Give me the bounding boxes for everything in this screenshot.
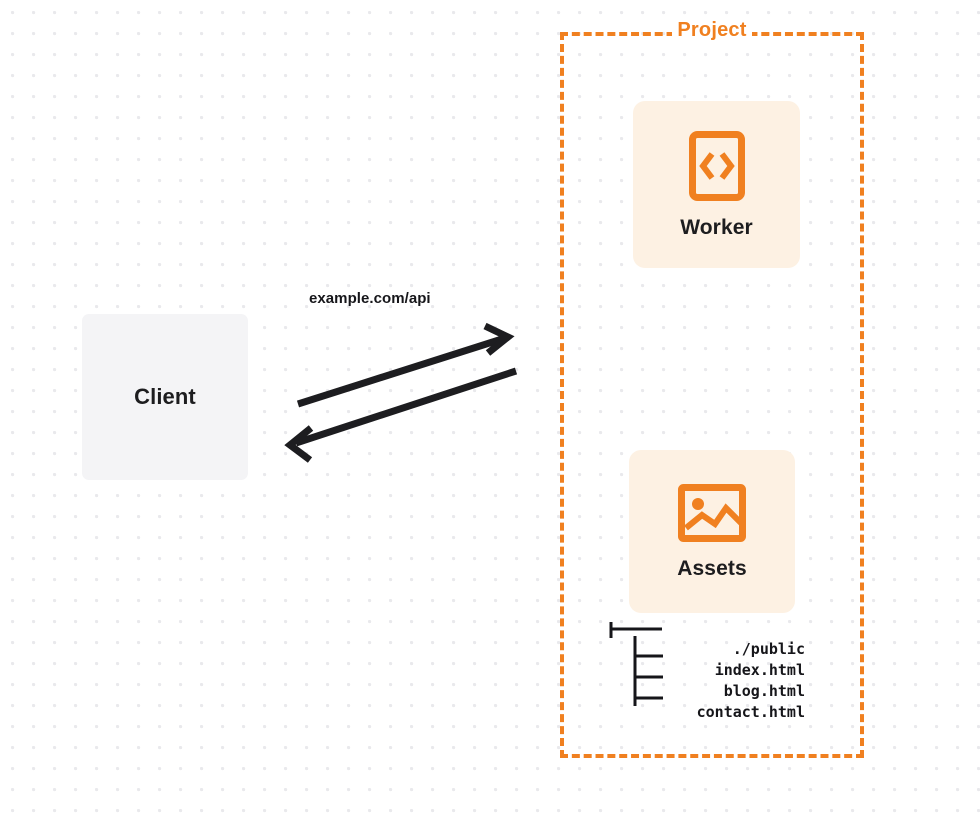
arrow-right-icon xyxy=(483,322,515,356)
image-icon xyxy=(677,483,747,543)
client-node[interactable]: Client xyxy=(82,314,248,480)
request-arrow xyxy=(296,322,515,408)
tree-item-name: ./public xyxy=(732,640,805,658)
tree-row: blog.html xyxy=(600,660,805,700)
worker-node-label: Worker xyxy=(680,215,753,239)
project-title: Project xyxy=(560,19,864,42)
response-arrow xyxy=(284,367,518,463)
tree-row: index.html xyxy=(600,639,805,679)
assets-node-label: Assets xyxy=(677,556,747,580)
tree-row: contact.html xyxy=(600,681,805,721)
connection-label: example.com/api xyxy=(309,290,431,307)
code-document-icon xyxy=(688,130,746,202)
worker-node[interactable]: Worker xyxy=(633,101,800,268)
arrow-left-icon xyxy=(284,425,314,463)
file-tree: ./public index.html blog.html contact.ht… xyxy=(600,618,805,721)
tree-item-name: blog.html xyxy=(723,682,805,700)
tree-item-name: contact.html xyxy=(696,703,805,721)
assets-node[interactable]: Assets xyxy=(629,450,795,613)
tree-row: ./public xyxy=(600,618,805,658)
client-node-label: Client xyxy=(134,384,196,409)
tree-item-name: index.html xyxy=(714,661,805,679)
project-title-text: Project xyxy=(672,19,752,41)
